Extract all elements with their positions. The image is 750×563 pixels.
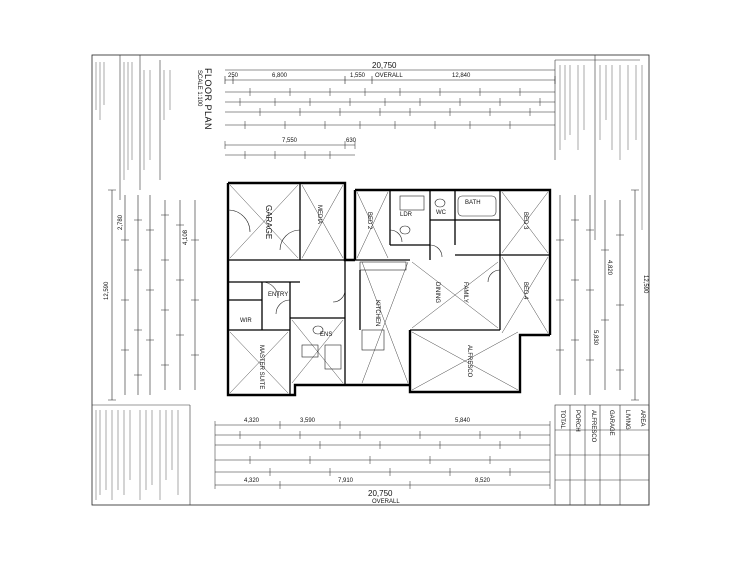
overall-caption-bottom: OVERALL	[372, 499, 400, 505]
bottom-dim-5: 7,910	[338, 478, 354, 484]
bottom-dim-1: 4,320	[244, 418, 260, 424]
room-media: MEDIA	[316, 205, 322, 225]
bottom-dim-6: 8,520	[475, 478, 491, 484]
overall-caption-top: OVERALL	[375, 73, 403, 79]
top-dim-1: 250	[228, 73, 239, 79]
title-block-heading: AREA	[639, 410, 645, 427]
room-entry: ENTRY	[268, 292, 289, 298]
room-bed4: BED 4	[522, 282, 528, 300]
room-family: FAMILY	[462, 282, 468, 303]
room-wc: WC	[436, 210, 446, 216]
overall-width-bottom: 20,750	[368, 489, 393, 498]
room-ens: ENS	[320, 332, 333, 338]
overall-width-top: 20,750	[372, 61, 397, 70]
right-dim-overall: 12,590	[642, 275, 648, 294]
title-block-row-2: GARAGE	[608, 410, 614, 436]
title-block-row-1: LIVING	[624, 410, 630, 430]
room-bed2: BED 2	[366, 212, 372, 230]
room-wir: WIR	[240, 318, 252, 324]
room-alfresco: ALFRESCO	[466, 345, 472, 378]
bottom-dim-3: 5,840	[455, 418, 471, 424]
plan-title: FLOOR PLAN	[203, 68, 213, 131]
top-dim-4: 12,840	[452, 73, 471, 79]
room-kitchen: KITCHEN	[374, 300, 380, 327]
title-block-row-5: TOTAL	[559, 410, 565, 429]
plan-scale: SCALE 1:100	[196, 70, 202, 107]
top-dim-6: 630	[346, 138, 357, 144]
left-dim-3: 2,780	[118, 214, 124, 230]
room-bath: BATH	[465, 200, 481, 206]
title-block-row-4: PORCH	[574, 410, 580, 432]
room-bed3: BED 3	[522, 212, 528, 230]
room-ldr: LDR	[400, 212, 413, 218]
bottom-dim-2: 3,590	[300, 418, 316, 424]
room-dining: DINING	[434, 282, 440, 303]
bottom-dim-4: 4,320	[244, 478, 260, 484]
room-master: MASTER SUITE	[258, 345, 264, 390]
right-dim-2: 4,820	[606, 260, 612, 276]
top-dim-3: 1,550	[350, 73, 366, 79]
top-dim-2: 6,800	[272, 73, 288, 79]
room-garage: GARAGE	[264, 205, 273, 240]
left-dim-overall: 12,590	[104, 281, 110, 300]
left-dim-2: 4,108	[183, 229, 189, 245]
top-dim-5: 7,550	[282, 138, 298, 144]
right-dim-3: 5,830	[592, 330, 598, 346]
title-block-row-3: ALFRESCO	[590, 410, 596, 443]
